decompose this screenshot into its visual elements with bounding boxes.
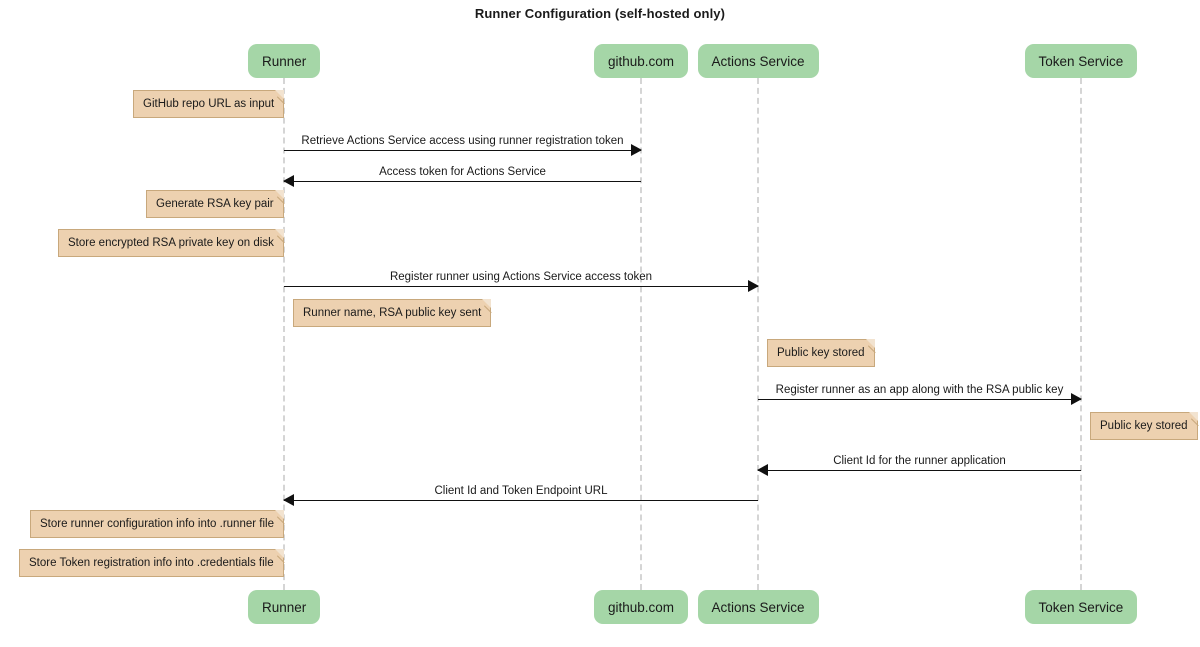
note-text: Generate RSA key pair	[156, 198, 274, 210]
note-fold-icon	[274, 229, 284, 238]
participant-actions-bottom[interactable]: Actions Service	[697, 590, 819, 624]
participant-label: Runner	[262, 53, 307, 69]
note-fold-icon	[1188, 412, 1198, 421]
participant-github-bottom[interactable]: github.com	[594, 590, 689, 624]
arrowhead-left-icon	[757, 464, 768, 476]
participant-label: github.com	[608, 599, 675, 615]
message-line	[284, 286, 758, 287]
participant-github-top[interactable]: github.com	[594, 44, 689, 78]
note-store-private: Store encrypted RSA private key on disk	[58, 229, 291, 257]
lifeline-runner	[283, 78, 285, 590]
participant-label: Token Service	[1038, 53, 1124, 69]
lifeline-github	[640, 78, 642, 590]
message-label: Access token for Actions Service	[379, 166, 546, 178]
msg-client-id: Client Id for the runner application	[757, 449, 1081, 476]
msg-register-app: Register runner as an app along with the…	[758, 378, 1082, 405]
participant-token-top[interactable]: Token Service	[1024, 44, 1138, 78]
msg-retrieve-access: Retrieve Actions Service access using ru…	[284, 129, 642, 156]
page-title: Runner Configuration (self-hosted only)	[474, 6, 726, 21]
message-line	[758, 470, 1081, 471]
note-generate-rsa: Generate RSA key pair	[146, 190, 291, 218]
message-line	[284, 150, 641, 151]
note-text: GitHub repo URL as input	[143, 98, 275, 110]
message-line	[758, 399, 1081, 400]
participant-label: github.com	[608, 53, 675, 69]
participant-label: Runner	[262, 599, 307, 615]
note-runner-name: Runner name, RSA public key sent	[293, 299, 499, 327]
note-fold-icon	[274, 510, 284, 519]
note-store-config: Store runner configuration info into .ru…	[30, 510, 292, 538]
msg-register-runner: Register runner using Actions Service ac…	[284, 265, 759, 292]
arrowhead-left-icon	[283, 494, 294, 506]
arrowhead-right-icon	[631, 144, 642, 156]
lifeline-actions	[757, 78, 759, 590]
participant-label: Actions Service	[711, 599, 805, 615]
note-store-creds: Store Token registration info into .cred…	[19, 549, 291, 577]
note-fold-icon	[274, 190, 284, 199]
note-text: Store encrypted RSA private key on disk	[68, 237, 274, 249]
msg-client-id-url: Client Id and Token Endpoint URL	[283, 479, 758, 506]
message-label: Client Id for the runner application	[833, 455, 1006, 467]
message-line	[284, 181, 641, 182]
lifeline-token	[1080, 78, 1082, 590]
participant-token-bottom[interactable]: Token Service	[1024, 590, 1138, 624]
message-label: Register runner as an app along with the…	[775, 384, 1064, 396]
participant-label: Token Service	[1038, 599, 1124, 615]
note-text: Store runner configuration info into .ru…	[40, 518, 274, 530]
note-text: Public key stored	[1100, 420, 1188, 432]
note-pubkey-actions: Public key stored	[767, 339, 882, 367]
arrowhead-right-icon	[748, 280, 759, 292]
participant-actions-top[interactable]: Actions Service	[697, 44, 819, 78]
message-label: Register runner using Actions Service ac…	[389, 271, 653, 283]
note-fold-icon	[865, 339, 875, 348]
arrowhead-right-icon	[1071, 393, 1082, 405]
note-fold-icon	[275, 90, 285, 99]
note-text: Store Token registration info into .cred…	[29, 557, 274, 569]
note-repo-url: GitHub repo URL as input	[133, 90, 292, 118]
message-line	[284, 500, 758, 501]
participant-runner-top[interactable]: Runner	[248, 44, 321, 78]
note-text: Public key stored	[777, 347, 865, 359]
participant-runner-bottom[interactable]: Runner	[248, 590, 321, 624]
msg-access-token: Access token for Actions Service	[283, 160, 641, 187]
arrowhead-left-icon	[283, 175, 294, 187]
message-label: Client Id and Token Endpoint URL	[434, 485, 608, 497]
note-text: Runner name, RSA public key sent	[303, 307, 482, 319]
message-label: Retrieve Actions Service access using ru…	[301, 135, 624, 147]
participant-label: Actions Service	[711, 53, 805, 69]
note-fold-icon	[482, 299, 492, 308]
note-pubkey-token: Public key stored	[1090, 412, 1200, 440]
note-fold-icon	[274, 549, 284, 558]
